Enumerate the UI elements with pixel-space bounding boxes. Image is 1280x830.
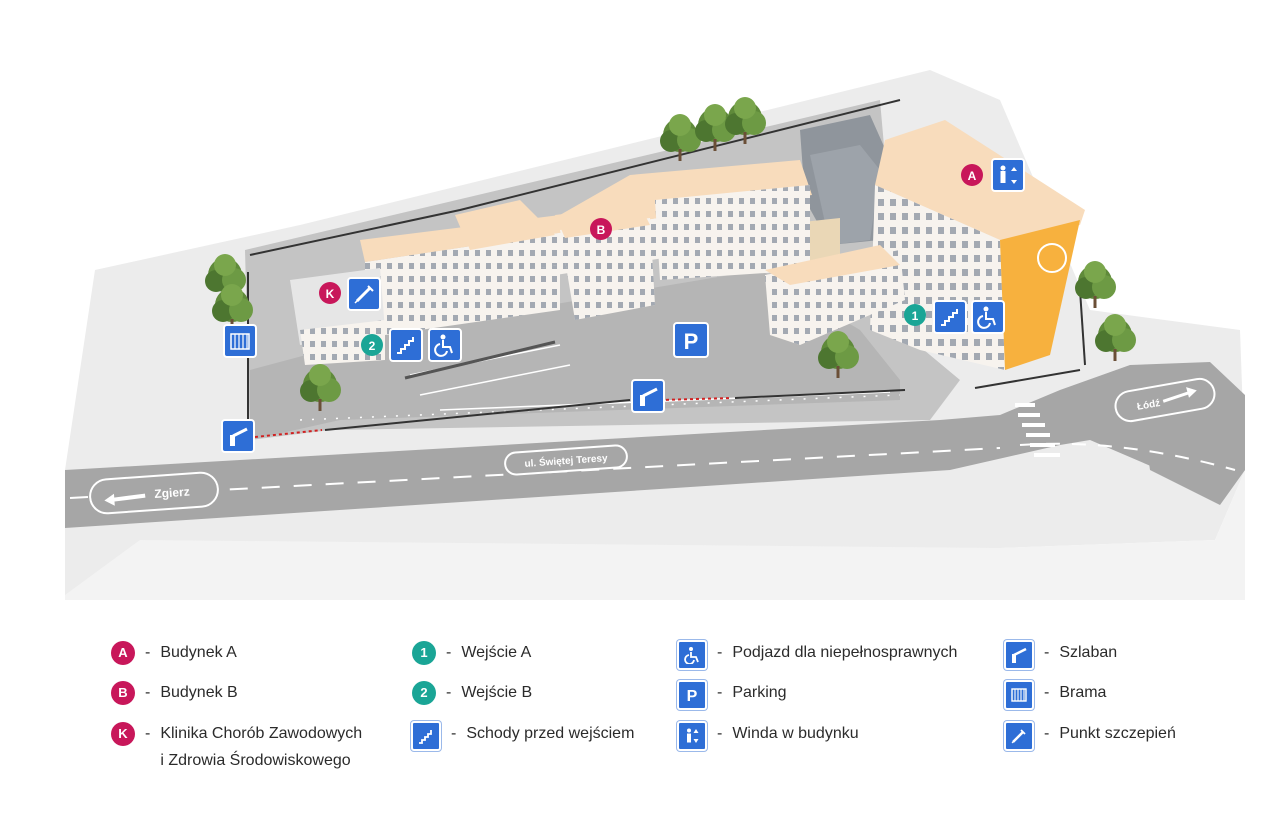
map-syringe-icon[interactable] (347, 277, 381, 311)
svg-text:P: P (687, 688, 698, 704)
map-wheelchair-icon-a[interactable] (971, 300, 1005, 334)
main-road (65, 362, 1245, 528)
campus-map: ul. Świętej Teresy Zgierz Łódź A B K 1 2 (65, 70, 1245, 600)
map-wheelchair-icon-b[interactable] (428, 328, 462, 362)
badge-b: B (111, 681, 135, 705)
legend-item-syringe: - Punkt szczepień (1004, 721, 1176, 751)
street-label: ul. Świętej Teresy (504, 444, 628, 476)
legend-label: Wejście B (461, 684, 533, 701)
svg-text:Zgierz: Zgierz (154, 485, 190, 501)
legend-item-entrance-a: 1 - Wejście A (412, 641, 532, 665)
legend-item-barrier: - Szlaban (1004, 640, 1118, 670)
legend-item-stairs: - Schody przed wejściem (411, 721, 635, 751)
legend-item-entrance-b: 2 - Wejście B (412, 681, 533, 705)
legend-label: Szlaban (1059, 644, 1118, 661)
building-a (765, 120, 1085, 370)
legend-label: Budynek B (160, 684, 238, 701)
marker-building-b[interactable]: B (590, 218, 612, 240)
parking-icon: P (677, 680, 707, 710)
badge-a: A (111, 641, 135, 665)
svg-text:2: 2 (369, 339, 376, 353)
svg-text:Łódź: Łódź (1136, 398, 1161, 413)
legend-label: Podjazd dla niepełnosprawnych (732, 644, 958, 661)
legend-label: Punkt szczepień (1059, 725, 1176, 742)
direction-zgierz: Zgierz (89, 471, 219, 515)
badge-1: 1 (412, 641, 436, 665)
marker-entrance-1[interactable]: 1 (904, 304, 926, 326)
legend-label: Winda w budynku (732, 725, 859, 742)
legend-label: Parking (732, 684, 787, 701)
building-b (360, 160, 812, 335)
map-gate-icon[interactable] (223, 324, 257, 358)
svg-text:1: 1 (912, 309, 919, 323)
legend-label: Schody przed wejściem (466, 725, 635, 742)
wheelchair-icon (677, 640, 707, 670)
gate-icon (1004, 680, 1034, 710)
badge-2: 2 (412, 681, 436, 705)
legend-item-parking: P - Parking (677, 680, 787, 710)
marker-building-a[interactable]: A (961, 164, 983, 186)
legend-item-clinic-k: K - Klinika Chorób Zawodowych i Zdrowia … (111, 722, 363, 771)
legend-item-building-a: A - Budynek A (111, 641, 237, 665)
syringe-icon (1004, 721, 1034, 751)
marker-clinic-k[interactable]: K (319, 282, 341, 304)
legend-label: Wejście A (461, 644, 532, 661)
crosswalk (1015, 403, 1060, 457)
svg-text:K: K (326, 287, 335, 301)
map-parking-icon[interactable]: P (673, 322, 709, 358)
elevator-icon (677, 721, 707, 751)
legend-label: Klinika Chorób Zawodowych (160, 725, 363, 742)
direction-lodz: Łódź (1114, 377, 1216, 423)
legend-item-wheelchair: - Podjazd dla niepełnosprawnych (677, 640, 958, 670)
legend-item-building-b: B - Budynek B (111, 681, 238, 705)
barrier-icon (1004, 640, 1034, 670)
map-elevator-icon[interactable] (991, 158, 1025, 192)
legend-item-gate: - Brama (1004, 680, 1107, 710)
marker-entrance-2[interactable]: 2 (361, 334, 383, 356)
map-stairs-icon-a[interactable] (933, 300, 967, 334)
svg-text:P: P (684, 329, 699, 354)
legend-label: Brama (1059, 684, 1107, 701)
map-stairs-icon-b[interactable] (389, 328, 423, 362)
side-road (1140, 400, 1245, 505)
svg-text:B: B (597, 223, 606, 237)
badge-k: K (111, 722, 135, 746)
svg-text:A: A (968, 169, 977, 183)
map-barrier-icon-central[interactable] (631, 379, 665, 413)
legend-label-line2: i Zdrowia Środowiskowego (160, 752, 351, 769)
stairs-icon (411, 721, 441, 751)
map-barrier-icon-west[interactable] (221, 419, 255, 453)
legend-label: Budynek A (160, 644, 237, 661)
legend-item-elevator: - Winda w budynku (677, 721, 859, 751)
